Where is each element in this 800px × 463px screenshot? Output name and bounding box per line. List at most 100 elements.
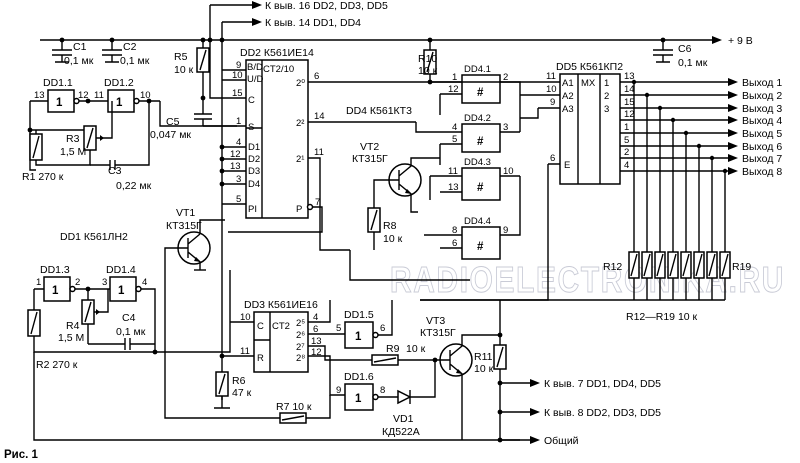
dd5-pin-11: 11 (546, 71, 556, 82)
dd15-label: DD1.5 (344, 309, 374, 321)
dd2-pin-10: 10 (232, 70, 243, 81)
r9-name: R9 (386, 343, 400, 355)
dd2-in-d1: D1 (248, 142, 260, 153)
dd11-pin-out: 12 (78, 90, 89, 101)
dd5-pin-o6: 5 (624, 135, 629, 146)
dd42-pin-a: 4 (452, 122, 457, 133)
dd3-out-25: 2⁵ (296, 318, 305, 329)
dd13-pin-out: 2 (75, 277, 80, 288)
dd2-pin-12: 12 (230, 149, 241, 160)
r12-r19-label: R12—R19 10 к (626, 311, 698, 323)
dd5-pin-o2: 14 (624, 84, 635, 95)
dd5-title: DD5 К561КП2 (556, 61, 623, 73)
dd5-pin-10: 10 (546, 84, 557, 95)
resistor-r5 (196, 40, 210, 101)
dd5-head: MX (581, 78, 596, 89)
dd5-pin-o3: 15 (624, 97, 635, 108)
r11-name: R11 (474, 351, 493, 363)
c1-value: 0,1 мк (64, 55, 94, 67)
output-6: Выход 6 (742, 141, 782, 153)
r8-name: R8 (383, 220, 397, 232)
resistor-r7 (279, 395, 331, 424)
dd3-out-27: 2⁷ (296, 342, 305, 353)
c1-name: C1 (73, 41, 87, 53)
dd2-in-pi: PI (248, 204, 257, 215)
dd2-pin-5: 5 (236, 194, 241, 205)
output-4: Выход 4 (742, 115, 782, 127)
resistor-r11 (493, 300, 540, 444)
c4-value: 0,1 мк (116, 326, 146, 338)
dd5-pin-o4: 12 (624, 109, 635, 120)
dd5-x3: 3 (604, 104, 609, 115)
dd2-pin-11: 11 (314, 147, 324, 158)
dd2-out-22: 2² (296, 118, 304, 129)
transistor-vt1 (164, 219, 280, 419)
dd42-label: DD4.2 (464, 113, 491, 124)
dd2-out-21: 2¹ (296, 154, 304, 165)
dd3-pin-6: 6 (313, 324, 318, 335)
family-note: DD1 К561ЛН2 (60, 231, 128, 243)
resistor-r6 (214, 371, 230, 409)
dd3-pin-10: 10 (240, 312, 251, 323)
dd5-pin-o5: 1 (624, 122, 629, 133)
power-label-3: К выв. 7 DD1, DD4, DD5 (544, 378, 661, 390)
dd3-out-28: 2⁸ (296, 353, 305, 364)
dd44-label: DD4.4 (464, 216, 491, 227)
dd2-in-d4: D4 (248, 179, 260, 190)
vcc-label: + 9 В (728, 35, 753, 47)
dd2-pin-3: 3 (236, 174, 241, 185)
dd5-in-a3: A3 (562, 104, 574, 115)
dd16-pin-in: 9 (336, 385, 341, 396)
dd3-in-c: C (257, 321, 264, 332)
dd5-pin-9: 9 (550, 97, 555, 108)
r8-value: 10 к (383, 233, 403, 245)
dd2-out-20: 2⁰ (296, 78, 305, 89)
dd12-label: DD1.2 (104, 77, 134, 89)
output-5: Выход 5 (742, 128, 782, 140)
dd2-pin-13: 13 (230, 161, 241, 172)
dd41-label: DD4.1 (464, 64, 491, 75)
cap-c1 (52, 40, 72, 63)
osc-1 (27, 89, 237, 171)
vt3-type: КТ315Г (420, 327, 456, 339)
dd43-pin-b: 13 (448, 182, 459, 193)
dd2-in-d3: D3 (248, 166, 260, 177)
dd16-sym: 1 (355, 393, 362, 405)
output-1: Выход 1 (742, 77, 782, 89)
output-8: Выход 8 (742, 166, 782, 178)
r5-value: 10 к (174, 64, 194, 76)
dd5-in-a1: A1 (562, 78, 574, 89)
resistor-r10 (423, 40, 437, 85)
dd3-pin-11: 11 (240, 346, 250, 357)
dd5-x1: 1 (604, 78, 609, 89)
c3-value: 0,22 мк (116, 180, 152, 192)
vt3-name: VT3 (426, 315, 445, 327)
dd2-out-p: P (296, 204, 302, 215)
vd1-type: КД522А (382, 426, 420, 438)
dd5-pin-6: 6 (550, 153, 555, 164)
resistor-r9 (360, 354, 440, 366)
dd2-title: DD2 К561ИЕ14 (240, 47, 314, 59)
dd5-in-a2: A2 (562, 91, 574, 102)
r19-label: R19 (732, 261, 751, 273)
dd14-pin-in: 3 (102, 277, 107, 288)
dd3-head: CT2 (272, 321, 290, 332)
dd2-pin-7: 7 (315, 197, 320, 208)
dd12-pin-out: 10 (140, 90, 151, 101)
dd14-sym: 1 (118, 285, 125, 297)
dd42-sym: # (477, 136, 484, 148)
vd1-name: VD1 (393, 413, 414, 425)
dd16-label: DD1.6 (344, 371, 374, 383)
dd3-title: DD3 К561ИЕ16 (244, 299, 318, 311)
dd3-pin-4: 4 (313, 312, 318, 323)
dd3-out-26: 2⁶ (296, 330, 305, 341)
dd42-pin-b: 5 (452, 134, 457, 145)
switch-dd44 (349, 118, 521, 281)
r11-value: 10 к (474, 363, 494, 375)
dd16-pin-out: 8 (380, 385, 385, 396)
dd2-in-ud: U/D (247, 74, 264, 85)
vt1-type: КТ315Г (166, 220, 202, 232)
r4-name: R4 (66, 320, 80, 332)
power-label-2: К выв. 14 DD1, DD4 (265, 17, 361, 29)
